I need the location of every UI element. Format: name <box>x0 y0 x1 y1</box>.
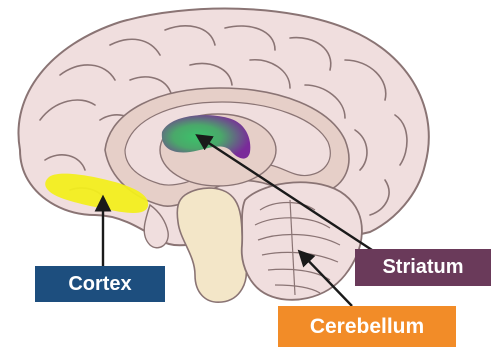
cerebellum-label: Cerebellum <box>278 306 456 347</box>
striatum-label: Striatum <box>355 249 491 286</box>
cerebellum <box>242 182 362 300</box>
cortex-label: Cortex <box>35 266 165 302</box>
brainstem <box>177 188 246 302</box>
